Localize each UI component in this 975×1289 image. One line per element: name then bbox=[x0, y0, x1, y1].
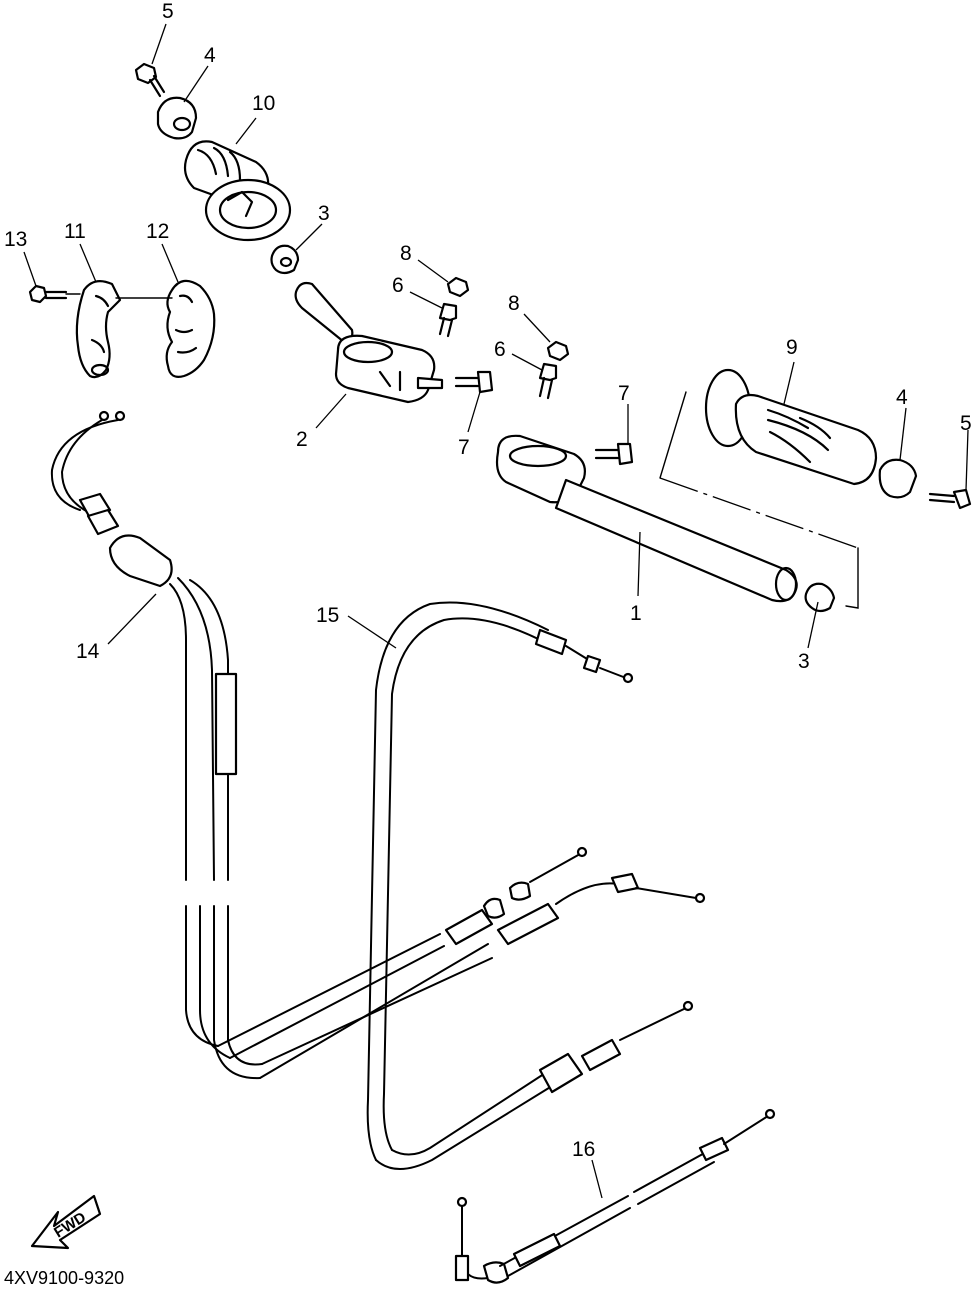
callout-13: 13 bbox=[4, 228, 27, 251]
catalog-code: 4XV9100-9320 bbox=[4, 1268, 124, 1288]
callout-1: 1 bbox=[630, 602, 642, 625]
callout-5-right: 5 bbox=[960, 412, 972, 435]
callout-7-center: 7 bbox=[458, 436, 470, 459]
callout-11: 11 bbox=[64, 220, 86, 243]
part-10-throttle-grip bbox=[183, 140, 292, 242]
callout-3-top: 3 bbox=[318, 202, 330, 225]
part-8-cap-lower bbox=[546, 340, 570, 362]
callout-15: 15 bbox=[316, 604, 339, 627]
part-4-bar-end-right bbox=[878, 458, 918, 499]
part-5-screw-right bbox=[928, 488, 972, 510]
part-7-bolt-upper bbox=[454, 370, 494, 394]
part-3-collar-bottom bbox=[804, 582, 836, 613]
callout-3-bottom: 3 bbox=[798, 650, 810, 673]
fwd-arrow: FWD bbox=[30, 1194, 102, 1250]
part-3-collar-top bbox=[270, 244, 300, 275]
callout-6-lower: 6 bbox=[494, 338, 506, 361]
part-8-cap-upper bbox=[446, 276, 470, 298]
callout-6-upper: 6 bbox=[392, 274, 404, 297]
part-15-cable bbox=[366, 601, 694, 1170]
callout-4-top: 4 bbox=[204, 44, 216, 67]
part-12-switch-housing-lower bbox=[165, 279, 216, 378]
part-11-switch-housing-upper bbox=[75, 279, 122, 379]
callout-2: 2 bbox=[296, 428, 308, 451]
callout-4-right: 4 bbox=[896, 386, 908, 409]
assembly-outline bbox=[659, 391, 859, 609]
part-2-throttle-housing bbox=[294, 281, 444, 404]
part-14-throttle-cables bbox=[50, 410, 706, 1080]
callout-labels: 5 4 10 3 13 11 12 8 6 8 6 9 7 4 5 2 7 1 … bbox=[4, 0, 972, 1161]
part-4-bar-end-left bbox=[156, 96, 198, 140]
callout-10: 10 bbox=[252, 92, 275, 115]
part-16-cable bbox=[454, 1108, 776, 1284]
part-13-screw bbox=[28, 284, 81, 304]
part-6-bolt-upper bbox=[438, 302, 458, 338]
callout-14: 14 bbox=[76, 640, 100, 663]
callout-8-upper: 8 bbox=[400, 242, 412, 265]
callout-9: 9 bbox=[786, 336, 798, 359]
part-1-handlebar bbox=[495, 434, 798, 603]
leader-lines bbox=[23, 23, 969, 1199]
part-9-grip-right bbox=[704, 368, 878, 486]
callout-7-right: 7 bbox=[618, 382, 630, 405]
part-5-screw-left bbox=[134, 62, 166, 98]
callout-5-top: 5 bbox=[162, 0, 174, 23]
callout-16: 16 bbox=[572, 1138, 595, 1161]
part-7-bolt-lower bbox=[594, 442, 634, 466]
callout-12: 12 bbox=[146, 220, 169, 243]
callout-8-lower: 8 bbox=[508, 292, 520, 315]
part-6-bolt-lower bbox=[538, 362, 558, 400]
